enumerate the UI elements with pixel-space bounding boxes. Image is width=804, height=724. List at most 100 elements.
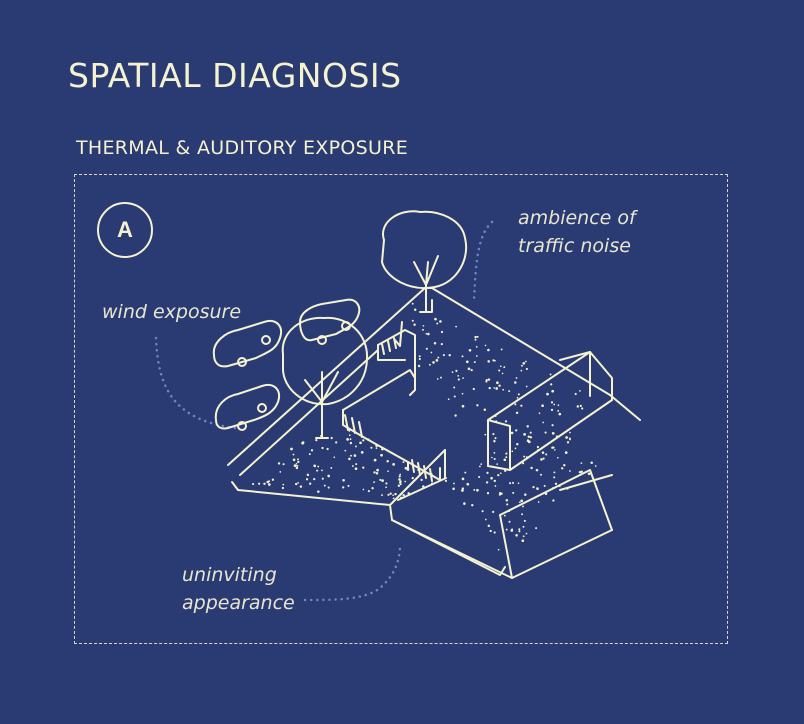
paving-speck — [515, 534, 518, 537]
paving-speck — [425, 347, 428, 350]
paving-speck — [362, 466, 365, 469]
paving-speck — [506, 503, 509, 506]
paving-speck — [457, 375, 460, 377]
car-icon — [212, 320, 282, 368]
paving-speck — [494, 415, 497, 417]
paving-speck — [326, 447, 329, 451]
paving-speck — [373, 471, 376, 474]
paving-speck — [462, 377, 464, 379]
paving-speck — [347, 484, 350, 487]
paving-speck — [498, 369, 501, 372]
paving-speck — [543, 484, 546, 487]
annotation-uninviting-line2: appearance — [182, 592, 295, 614]
paving-speck — [537, 501, 540, 503]
paving-speck — [514, 447, 517, 450]
paving-speck — [404, 466, 408, 470]
paving-speck — [425, 332, 428, 335]
paving-speck — [440, 376, 442, 379]
paving-speck — [480, 463, 483, 465]
paving-speck — [478, 475, 481, 479]
paving-speck — [321, 446, 324, 450]
leader-traffic — [472, 220, 494, 302]
paving-speck — [551, 424, 554, 427]
paving-speck — [495, 387, 499, 390]
car-icon — [214, 384, 280, 431]
paving-speck — [594, 465, 597, 467]
paving-speck — [258, 482, 261, 485]
paving-speck — [466, 482, 470, 486]
paving-speck — [525, 367, 528, 371]
paving-speck — [561, 467, 564, 470]
paving-speck — [520, 404, 523, 407]
paving-speck — [380, 453, 383, 457]
paving-speck — [327, 486, 330, 489]
paving-speck — [439, 320, 442, 323]
paving-speck — [540, 458, 543, 461]
paving-speck — [463, 502, 466, 505]
paving-speck — [563, 463, 566, 467]
paving-speck — [535, 468, 539, 472]
leader-uninviting — [303, 543, 402, 602]
paving-speck — [465, 360, 469, 364]
paving-speck — [407, 492, 410, 495]
paving-speck — [431, 482, 434, 485]
paving-speck — [587, 472, 591, 476]
paving-speck — [367, 438, 370, 442]
steps — [444, 449, 613, 579]
paving-speck — [509, 482, 512, 485]
paving-speck — [355, 463, 358, 466]
paving-speck — [418, 357, 421, 361]
paving-speck — [476, 488, 479, 492]
paving-speck — [297, 458, 299, 461]
paving-speck — [579, 390, 581, 392]
paving-speck — [297, 460, 300, 464]
paving-speck — [505, 456, 508, 459]
diagram-frame — [74, 174, 728, 644]
paving-speck — [522, 525, 525, 528]
paving-speck — [476, 404, 479, 407]
paving-speck — [470, 369, 473, 372]
paving-speck — [433, 342, 437, 345]
paving-speck — [485, 379, 488, 382]
paving-speck — [552, 446, 555, 449]
paving-speck — [521, 539, 525, 543]
paving-speck — [316, 436, 319, 440]
paving-speck — [550, 401, 554, 404]
paving-speck — [327, 474, 331, 478]
paving-speck — [493, 387, 496, 389]
paving-speck — [398, 481, 402, 485]
paving-speck — [394, 492, 397, 496]
paving-speck — [267, 483, 271, 486]
paving-speck — [387, 470, 389, 473]
paving-speck — [309, 482, 312, 485]
paving-speck — [467, 367, 471, 371]
paving-speck — [402, 461, 405, 464]
paving-speck — [511, 481, 515, 484]
paving-speck — [522, 462, 525, 465]
paving-speck — [520, 499, 524, 503]
paving-speck — [399, 483, 402, 486]
paving-speck — [375, 447, 378, 449]
paving-speck — [440, 330, 444, 334]
paving-speck — [523, 433, 526, 436]
paving-speck — [515, 429, 518, 432]
paving-speck — [499, 365, 502, 368]
paving-speck — [349, 438, 352, 441]
paving-speck — [491, 456, 493, 459]
paving-speck — [399, 473, 402, 476]
paving-speck — [323, 484, 326, 487]
section-badge: A — [97, 202, 153, 258]
paving-speck — [461, 477, 465, 481]
paving-speck — [430, 351, 433, 354]
paving-speck — [532, 485, 535, 489]
paving-speck — [503, 514, 506, 517]
paving-speck — [542, 457, 545, 460]
paving-speck — [398, 478, 401, 481]
paving-speck — [413, 323, 416, 326]
paving-speck — [503, 366, 506, 369]
paving-speck — [266, 480, 269, 484]
paving-speck — [525, 360, 527, 363]
paving-speck — [457, 378, 460, 381]
paving-speck — [355, 445, 357, 448]
paving-speck — [490, 476, 493, 480]
